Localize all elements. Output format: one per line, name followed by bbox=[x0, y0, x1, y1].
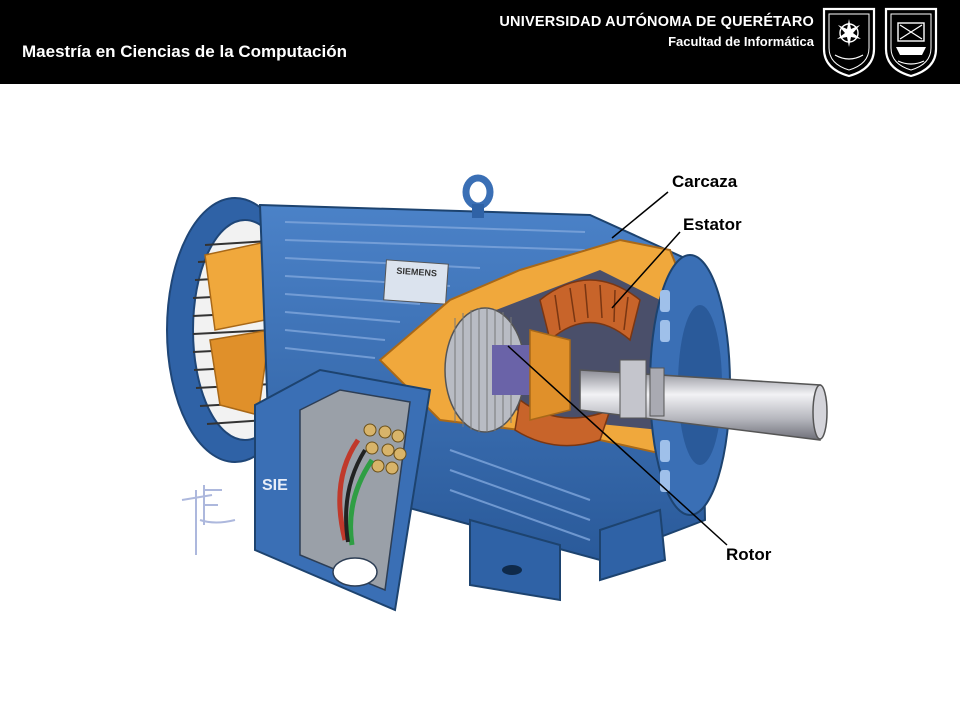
university-seal-icon bbox=[822, 7, 876, 78]
label-carcaza: Carcaza bbox=[672, 172, 738, 191]
terminal-box-text: SIE bbox=[262, 477, 288, 494]
watermark-icon bbox=[181, 485, 236, 555]
course-title: Maestría en Ciencias de la Computación bbox=[22, 42, 347, 61]
university-name: UNIVERSIDAD AUTÓNOMA DE QUERÉTARO bbox=[499, 14, 814, 30]
motor-shaft bbox=[579, 359, 828, 441]
label-estator: Estator bbox=[683, 215, 742, 234]
rotor-core bbox=[444, 307, 571, 433]
label-rotor: Rotor bbox=[726, 545, 772, 564]
faculty-seal-icon bbox=[884, 7, 938, 78]
faculty-name: Facultad de Informática bbox=[668, 34, 814, 49]
header-bar: Maestría en Ciencias de la Computación U… bbox=[0, 0, 960, 84]
leader-lines bbox=[507, 191, 728, 546]
motor-diagram: SIEMENS bbox=[166, 174, 828, 612]
terminal-box: SIE bbox=[254, 368, 432, 612]
nameplate-text: SIEMENS bbox=[396, 266, 437, 279]
